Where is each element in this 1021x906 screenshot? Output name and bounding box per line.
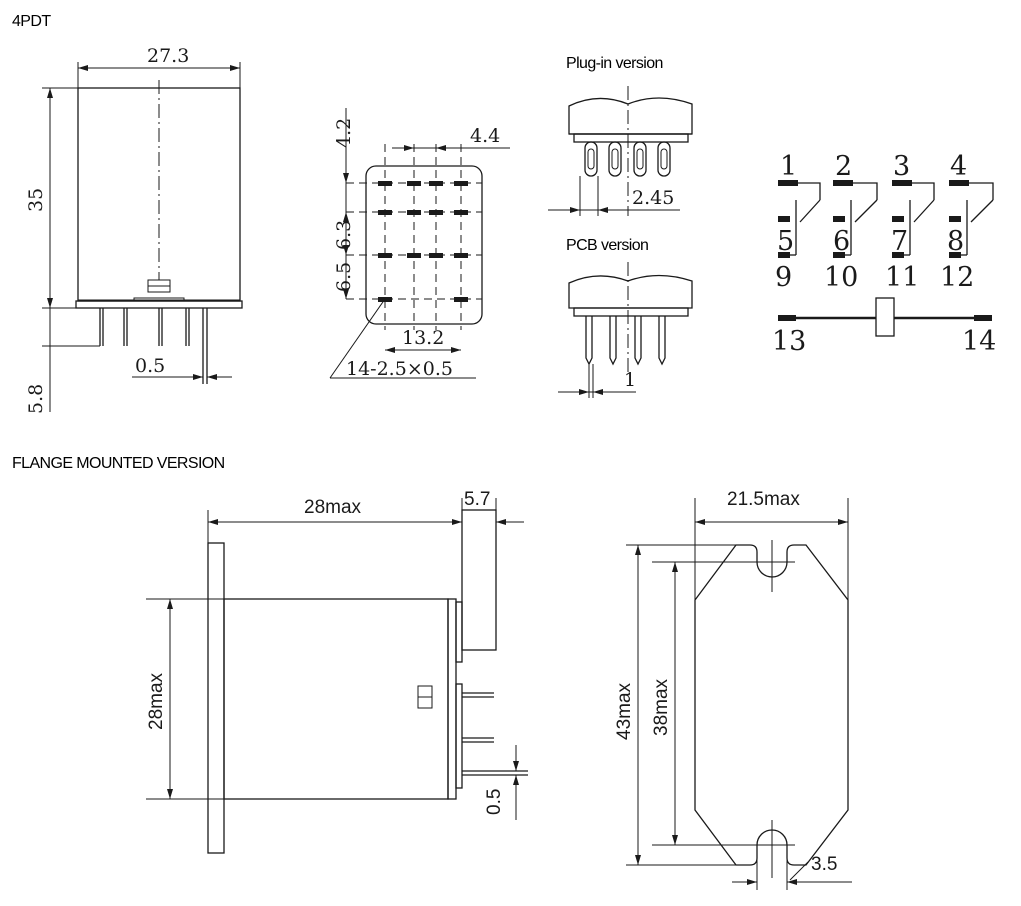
dim-col-pitch: 4.4	[470, 125, 500, 147]
pin-label-10: 10	[824, 262, 858, 293]
dim-plate-width: 21.5max	[727, 489, 800, 510]
header-pcb-version: PCB version	[566, 237, 648, 254]
dim-slot: 3.5	[811, 854, 837, 875]
pin-label-2: 2	[835, 151, 852, 182]
flange-plate-edge	[207, 542, 225, 854]
flange-plate-outline	[694, 544, 849, 866]
dim-width: 27.3	[147, 45, 189, 67]
switch-2	[833, 180, 878, 258]
dim-pin-thickness: 0.5	[135, 355, 165, 377]
dim-pitch-top: 4.2	[333, 118, 355, 148]
header-4pdt: 4PDT	[12, 13, 51, 30]
switch-4	[949, 180, 994, 258]
pin-label-7: 7	[891, 226, 908, 257]
dim-pin-length: 5.8	[25, 384, 47, 414]
pcb-pins	[585, 316, 666, 366]
pin-label-3: 3	[893, 151, 910, 182]
pin-label-12: 12	[940, 262, 974, 293]
front-view: 27.3 35 5.8 0.5	[25, 45, 243, 414]
dim-hole-span: 13.2	[402, 327, 444, 349]
coil	[778, 297, 992, 337]
dim-plate-inner: 38max	[651, 678, 672, 736]
dim-plug-pitch: 2.45	[632, 187, 674, 209]
flange-body	[223, 598, 449, 800]
hole-outline	[365, 165, 483, 325]
pin-label-8: 8	[947, 226, 964, 257]
pin-label-4: 4	[950, 151, 967, 182]
pin-label-6: 6	[833, 226, 850, 257]
switch-1	[778, 180, 821, 258]
relay-base	[75, 300, 243, 309]
dim-flange-depth: 28max	[304, 497, 362, 518]
dim-row-pitch-2: 6.5	[333, 262, 355, 292]
dim-hole-spec: 14-2.5×0.5	[346, 358, 453, 380]
hole-pattern-view: 4.2 6.3 6.5 4.4 13.2 14-2.5×0.5	[329, 108, 510, 380]
dim-height: 35	[25, 188, 47, 212]
contact-schematic: 1 2 3 4 5 6 7 8 9 10 11 12 13 14	[772, 151, 996, 357]
flange-ear	[461, 509, 497, 651]
dim-plate-outer: 43max	[614, 682, 635, 740]
dim-row-pitch-1: 6.3	[333, 220, 355, 250]
plug-in-view: 2.45	[548, 86, 693, 216]
coil-symbol	[875, 297, 895, 337]
dim-pcb-pin: 1	[624, 369, 636, 391]
switch-3	[892, 180, 935, 258]
dim-flange-ear: 5.7	[464, 489, 490, 510]
hole-slots	[378, 181, 468, 302]
flange-plate-view: 21.5max 43max 38max 3.5	[614, 489, 852, 890]
plug-in-pins	[584, 141, 671, 177]
header-plug-in-version: Plug-in version	[566, 55, 663, 72]
pcb-view: 1	[558, 262, 693, 398]
pin-label-9: 9	[775, 262, 792, 293]
pin-label-1: 1	[780, 151, 797, 182]
dim-flange-height: 28max	[146, 672, 167, 730]
pin-label-14: 14	[962, 326, 996, 357]
pin-label-11: 11	[885, 262, 919, 293]
flange-side-view: 28max 5.7 28max 0.5	[146, 489, 528, 854]
header-flange-mounted: FLANGE MOUNTED VERSION	[12, 455, 225, 472]
pin-label-13: 13	[772, 326, 806, 357]
pin-label-5: 5	[777, 226, 794, 257]
dim-flange-pin: 0.5	[484, 789, 505, 815]
